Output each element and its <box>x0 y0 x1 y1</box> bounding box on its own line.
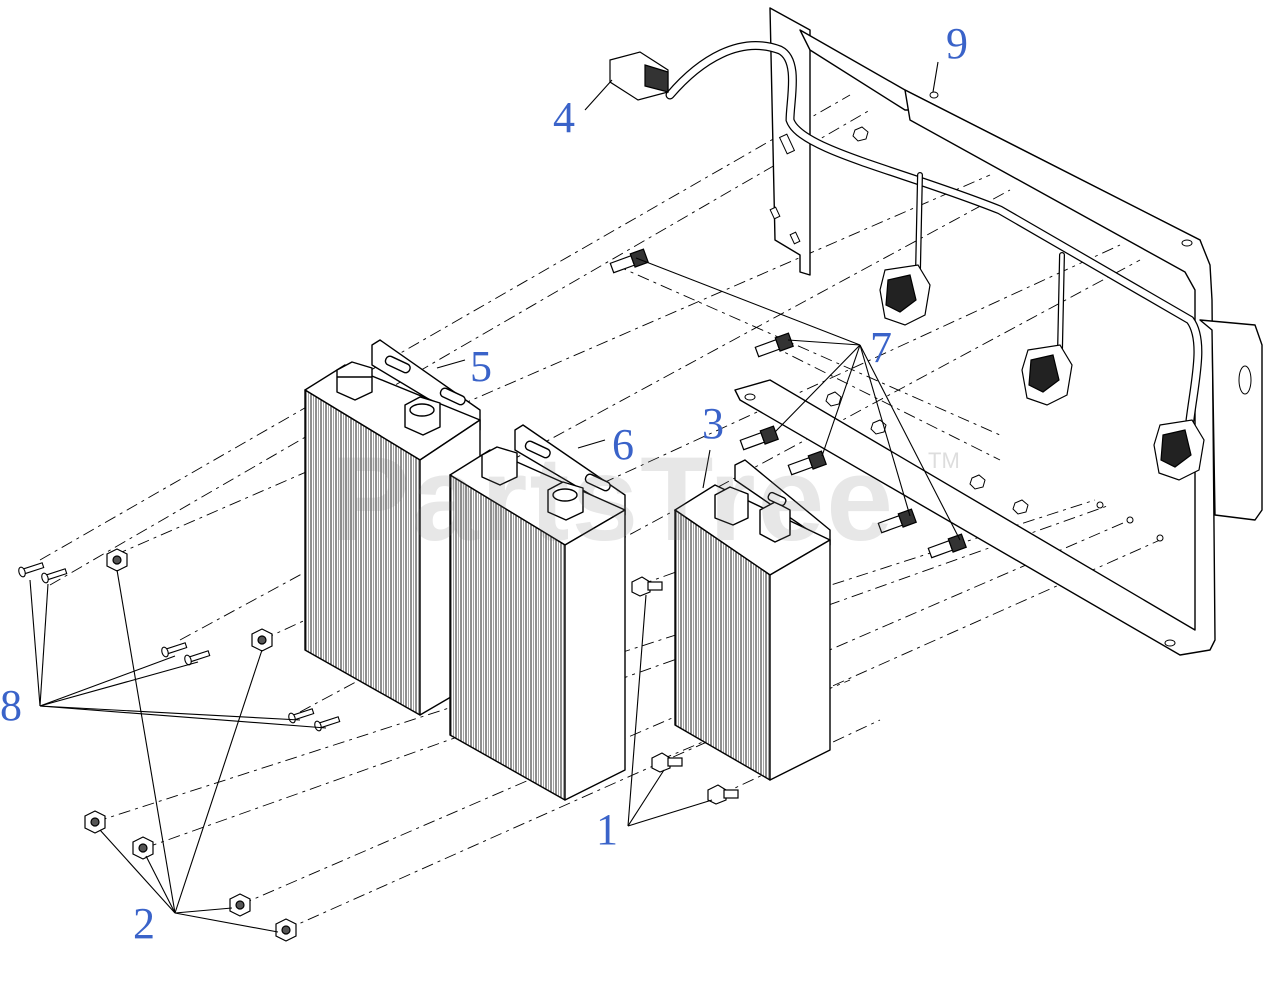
bolts-1 <box>631 576 739 805</box>
controller-6 <box>449 424 626 801</box>
leader-lines <box>29 61 961 933</box>
callout-9: 9 <box>946 19 968 68</box>
bracket-holes <box>744 91 1252 647</box>
studs-7 <box>609 248 967 559</box>
callout-2: 2 <box>133 899 155 948</box>
callout-5: 5 <box>470 342 492 391</box>
callout-1: 1 <box>596 805 618 854</box>
wire-harness <box>665 41 1203 425</box>
partstree-watermark: PartsTree <box>330 432 896 566</box>
harness-connectors <box>879 264 1205 481</box>
callout-8: 8 <box>0 681 22 730</box>
callout-7: 7 <box>870 323 892 372</box>
watermark-trademark: TM <box>928 448 960 473</box>
callout-4: 4 <box>553 93 575 142</box>
callout-3: 3 <box>702 399 724 448</box>
callout-6: 6 <box>612 420 634 469</box>
harness-connector-plug <box>609 51 669 101</box>
controller-3 <box>674 459 831 781</box>
nuts-2 <box>84 548 297 942</box>
screws-8 <box>18 562 341 732</box>
